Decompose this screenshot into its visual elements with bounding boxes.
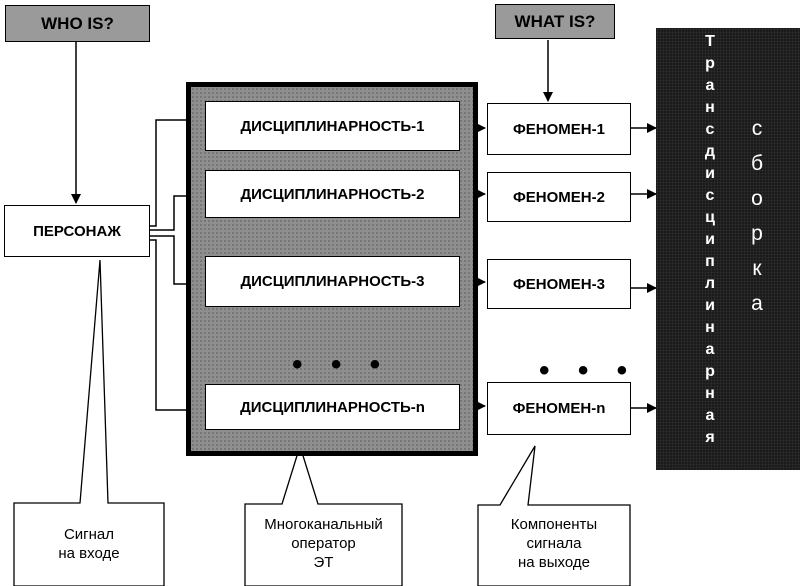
- vertical-letter: п: [705, 253, 715, 270]
- who-is-label: WHO IS?: [5, 5, 150, 42]
- vertical-letter: и: [705, 297, 715, 314]
- note-line: оператор: [291, 535, 356, 553]
- vertical-letter: а: [705, 77, 715, 94]
- vertical-letter: Т: [705, 33, 715, 50]
- vertical-letter: д: [704, 143, 716, 160]
- discipline-box-n: ДИСЦИПЛИНАРНОСТЬ-n: [205, 384, 460, 430]
- vertical-letter: о: [751, 187, 763, 210]
- person-box: ПЕРСОНАЖ: [4, 205, 150, 257]
- vertical-letter: к: [752, 257, 762, 280]
- vertical-letter: с: [705, 121, 715, 138]
- note-line: ЭТ: [313, 553, 334, 571]
- discipline-box-3: ДИСЦИПЛИНАРНОСТЬ-3: [205, 256, 460, 307]
- vertical-letter: а: [751, 292, 763, 315]
- note-line: Компоненты: [510, 516, 598, 534]
- phenomenon-box-3: ФЕНОМЕН-3: [487, 259, 631, 309]
- vertical-letter: л: [704, 275, 716, 292]
- vertical-letter: н: [705, 99, 715, 116]
- vertical-letter: ц: [705, 209, 715, 226]
- vertical-letter: н: [705, 385, 715, 402]
- vertical-letter: с: [751, 117, 763, 140]
- vertical-letter: р: [705, 363, 715, 380]
- note-line: на входе: [58, 544, 120, 562]
- phenomenon-box-2: ФЕНОМЕН-2: [487, 172, 631, 222]
- phenomenon-ellipsis: • • •: [539, 354, 638, 387]
- note-line: сигнала: [526, 535, 582, 553]
- note-line: Сигнал: [63, 525, 115, 543]
- discipline-ellipsis: • • •: [292, 348, 391, 381]
- vertical-letter: р: [751, 222, 763, 245]
- vertical-letter: б: [750, 152, 764, 175]
- vertical-letter: а: [705, 407, 715, 424]
- phenomenon-box-n: ФЕНОМЕН-n: [487, 382, 631, 435]
- discipline-box-2: ДИСЦИПЛИНАРНОСТЬ-2: [205, 170, 460, 218]
- vertical-letter: и: [705, 165, 715, 182]
- note-line: Многоканальный: [264, 516, 383, 534]
- vertical-letter: р: [705, 55, 715, 72]
- discipline-box-1: ДИСЦИПЛИНАРНОСТЬ-1: [205, 101, 460, 151]
- transdisciplinary-assembly-panel: [656, 28, 800, 470]
- note-line: на выходе: [518, 553, 590, 571]
- vertical-letter: а: [705, 341, 715, 358]
- what-is-label: WHAT IS?: [495, 4, 615, 39]
- phenomenon-box-1: ФЕНОМЕН-1: [487, 103, 631, 155]
- vertical-letter: и: [705, 231, 715, 248]
- vertical-letter: я: [705, 429, 715, 446]
- vertical-letter: н: [705, 319, 715, 336]
- vertical-letter: с: [705, 187, 715, 204]
